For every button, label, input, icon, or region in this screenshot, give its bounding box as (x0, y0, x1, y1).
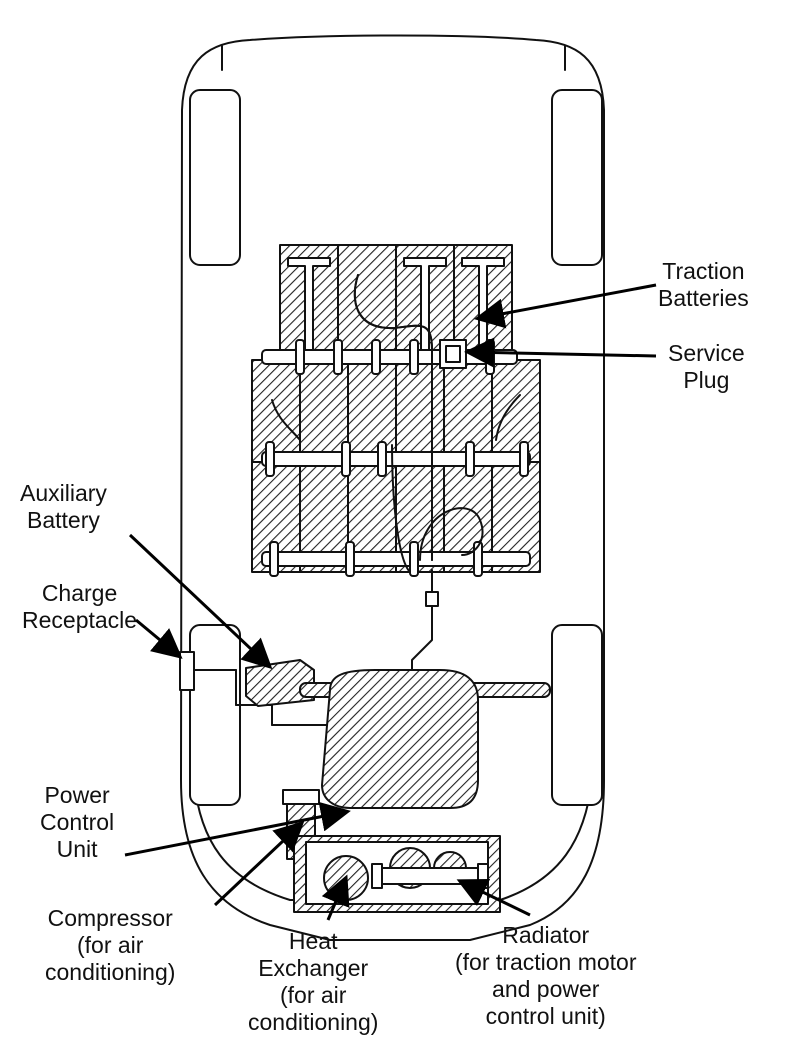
label-auxiliary-battery-line1: Auxiliary (20, 480, 107, 506)
wheel-rear-left (189, 624, 241, 806)
label-auxiliary-battery-line2: Battery (27, 507, 100, 533)
service-plug (439, 339, 467, 369)
label-power-control-unit-line3: Unit (56, 836, 98, 862)
arrow-power-control-unit (124, 801, 351, 857)
arrow-radiator (456, 878, 531, 917)
label-power-control-unit: Power Control Unit (40, 782, 114, 863)
label-service-plug-line1: Service (668, 340, 745, 366)
label-radiator-line1: Radiator (502, 922, 590, 948)
radiator-housing (293, 835, 501, 913)
auxiliary-battery (245, 659, 315, 707)
label-radiator: Radiator (for traction motor and power c… (455, 922, 637, 1030)
charge-receptacle (179, 651, 331, 726)
main-cable (411, 569, 439, 681)
label-compressor: Compressor (for air conditioning) (45, 905, 175, 986)
wheel-rear-right (551, 624, 603, 806)
label-traction-batteries-line1: Traction (662, 258, 745, 284)
label-radiator-line2: (for traction motor (455, 949, 637, 975)
label-heat-exchanger-line3: (for air (279, 982, 347, 1008)
arrow-service-plug (464, 337, 657, 368)
label-heat-exchanger: Heat Exchanger (for air conditioning) (248, 928, 378, 1036)
power-control-unit (321, 669, 479, 809)
label-power-control-unit-line1: Power (44, 782, 110, 808)
label-compressor-line2: (for air (76, 932, 144, 958)
label-service-plug: Service Plug (668, 340, 745, 394)
arrow-charge-receptacle (135, 618, 183, 659)
label-traction-batteries-line2: Batteries (658, 285, 749, 311)
label-radiator-line3: and power (492, 976, 600, 1002)
leader-arrows (124, 283, 657, 921)
arrow-traction-batteries (474, 283, 657, 329)
label-charge-receptacle: Charge Receptacle (22, 580, 137, 634)
label-traction-batteries: Traction Batteries (658, 258, 749, 312)
arrow-auxiliary-battery (128, 533, 273, 670)
wheel-front-left (189, 89, 241, 266)
label-compressor-line1: Compressor (47, 905, 173, 931)
label-radiator-line4: control unit) (485, 1003, 606, 1029)
wheel-front-right (551, 89, 603, 266)
traction-batteries (251, 244, 541, 577)
label-heat-exchanger-line2: Exchanger (258, 955, 369, 981)
label-heat-exchanger-line1: Heat (288, 928, 338, 954)
arrow-compressor (213, 820, 305, 907)
label-power-control-unit-line2: Control (40, 809, 115, 835)
arrow-heat-exchanger (321, 874, 350, 921)
label-charge-receptacle-line2: Receptacle (22, 607, 138, 633)
label-auxiliary-battery: Auxiliary Battery (20, 480, 107, 534)
label-charge-receptacle-line1: Charge (41, 580, 118, 606)
label-heat-exchanger-line4: conditioning) (248, 1009, 379, 1035)
car-body-outline (180, 34, 605, 941)
label-compressor-line3: conditioning) (45, 959, 176, 985)
label-service-plug-line2: Plug (683, 367, 730, 393)
